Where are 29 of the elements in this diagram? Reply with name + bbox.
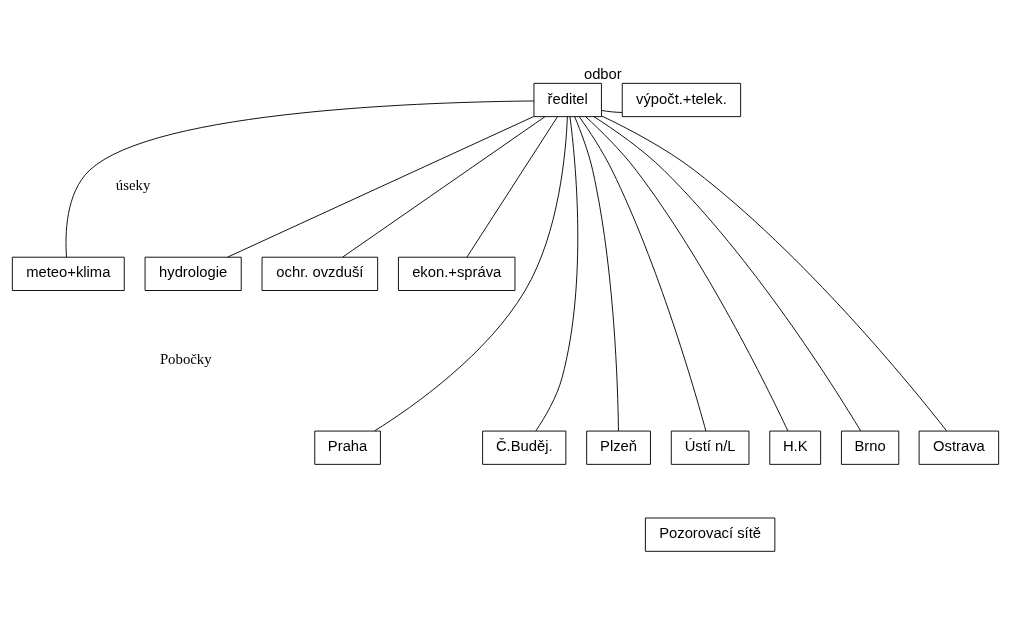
node-box: Ústí n/L (670, 430, 750, 465)
connector (535, 116, 579, 432)
node-box: meteo+klima (11, 256, 125, 291)
connector (374, 116, 568, 432)
connector (593, 116, 862, 432)
node-box: H.K (769, 430, 822, 465)
connector (601, 109, 623, 113)
node-box: Plzeň (586, 430, 651, 465)
connector (578, 116, 707, 432)
node-box: hydrologie (144, 256, 242, 291)
connector (342, 116, 546, 258)
label: Pobočky (159, 351, 212, 368)
node-box: Praha (314, 430, 381, 465)
node-box: Pozorovací sítě (644, 517, 776, 552)
connector (574, 116, 619, 432)
node-box: ochr. ovzduší (261, 256, 379, 291)
connector (585, 116, 789, 432)
node-box: Č.Buděj. (482, 430, 567, 465)
node-box: Brno (841, 430, 900, 465)
connector (227, 116, 535, 258)
node-box: Ostrava (918, 430, 1000, 465)
connector (601, 115, 947, 432)
node-label: odbor (583, 65, 622, 82)
connector (466, 116, 558, 258)
node-box: ekon.+správa (398, 256, 516, 291)
connector (65, 100, 535, 258)
node-box: ředitel (533, 82, 602, 118)
node-box: výpočt.+telek. (621, 82, 742, 118)
label: úseky (115, 177, 151, 194)
